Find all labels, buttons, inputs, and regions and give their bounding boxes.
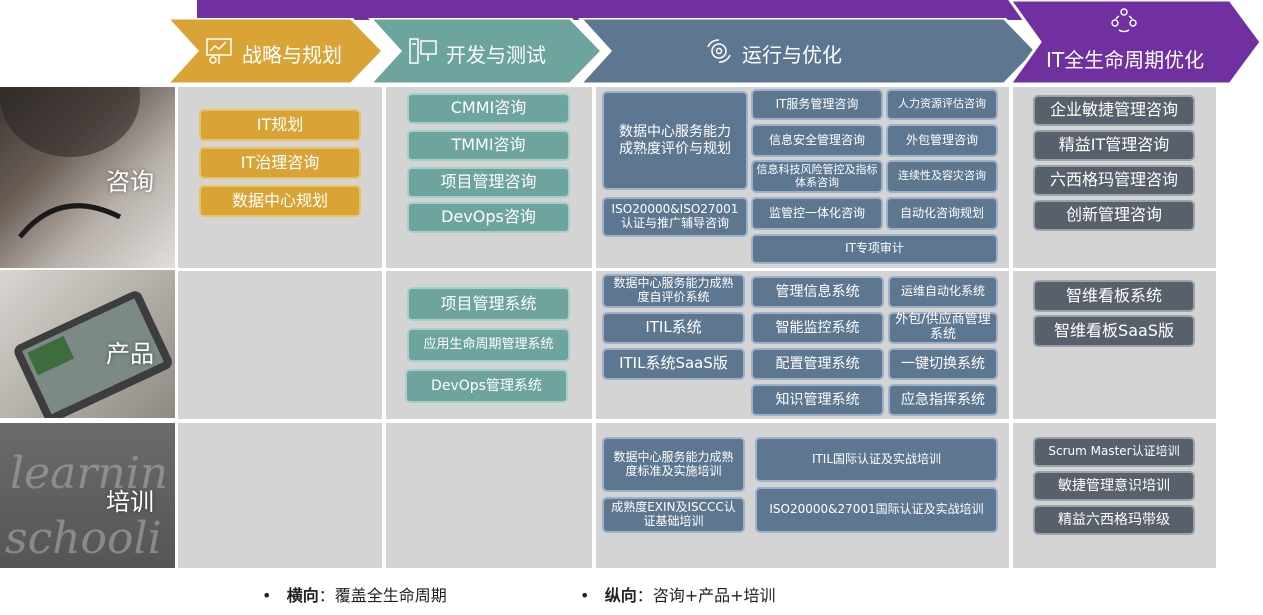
stage-label-ops: 运行与优化: [742, 43, 842, 67]
footer-horizontal-key: 横向: [286, 586, 319, 605]
row-title-product: 产品: [106, 340, 154, 368]
box-itil-system: ITIL系统: [602, 312, 745, 344]
box-pm-system: 项目管理系统: [407, 287, 570, 321]
row-title-consulting: 咨询: [106, 168, 154, 196]
stage-label-strategy: 战略与规划: [242, 43, 342, 67]
box-continuity-consulting: 连续性及容灾咨询: [886, 160, 998, 193]
box-itsm-consulting: IT服务管理咨询: [751, 89, 883, 120]
row-image-training: learnin schooli: [0, 423, 175, 568]
box-automation-consulting: 自动化咨询规划: [886, 197, 998, 230]
stage-label-dev: 开发与测试: [446, 43, 546, 67]
dev-monitor-icon: [408, 37, 438, 70]
row-image-consulting: [0, 87, 175, 268]
footer-vertical-key: 纵向: [604, 586, 637, 605]
cell-product-strategy: [178, 271, 382, 419]
box-tmmi: TMMI咨询: [407, 130, 570, 161]
row-title-training: 培训: [106, 488, 154, 516]
box-alm-system: 应用生命周期管理系统: [407, 328, 570, 362]
footer-vertical-text: ：咨询+产品+培训: [636, 586, 776, 605]
svg-text:schooli: schooli: [5, 513, 162, 564]
box-iso-consulting: ISO20000&ISO27001认证与推广辅导咨询: [602, 197, 748, 237]
box-devops-consulting: DevOps咨询: [407, 202, 570, 233]
cell-training-strategy: [178, 423, 382, 568]
footer-horizontal-text: ：覆盖全生命周期: [318, 586, 447, 605]
bullet-dot-icon: •: [262, 586, 287, 605]
box-kanban-system: 智维看板系统: [1033, 280, 1195, 312]
chevron-dev: [368, 18, 604, 84]
lifecycle-team-icon: [1110, 6, 1138, 38]
stage-label-lifecycle: IT全生命周期优化: [1046, 48, 1205, 72]
box-dc-maturity-eval: 数据中心服务能力成熟度评价与规划: [602, 91, 748, 190]
footer-vertical: • 纵向：咨询+产品+培训: [580, 582, 776, 606]
box-regulatory-consulting: 监管控一体化咨询: [751, 197, 883, 230]
box-knowledge-mgmt: 知识管理系统: [751, 384, 884, 416]
strategy-chart-icon: [204, 37, 234, 70]
box-dc-maturity-training: 数据中心服务能力成熟度标准及实施培训: [602, 437, 745, 492]
box-itil-training: ITIL国际认证及实战培训: [755, 437, 998, 482]
chevron-strategy: [165, 18, 385, 84]
box-dc-self-eval-system: 数据中心服务能力成熟度自评价系统: [602, 274, 745, 308]
top-purple-band: [197, 0, 1232, 20]
box-agile-awareness-training: 敏捷管理意识培训: [1033, 471, 1195, 501]
box-vendor-mgmt: 外包/供应商管理系统: [888, 312, 998, 344]
box-exin-isccc-training: 成熟度EXIN及ISCCC认证基础培训: [602, 497, 745, 533]
ops-gear-icon: [704, 37, 734, 70]
svg-text:learnin: learnin: [10, 448, 168, 499]
box-smart-monitoring: 智能监控系统: [751, 312, 884, 344]
cell-training-dev: [386, 423, 592, 568]
chevron-ops: [578, 18, 1038, 84]
box-it-governance: IT治理咨询: [199, 147, 361, 179]
box-emergency-command: 应急指挥系统: [888, 384, 998, 416]
box-agile-consulting: 企业敏捷管理咨询: [1033, 95, 1195, 126]
box-mis: 管理信息系统: [751, 276, 884, 308]
box-six-sigma-consulting: 六西格玛管理咨询: [1033, 165, 1195, 196]
box-pm-consulting: 项目管理咨询: [407, 167, 570, 198]
box-lean-it-consulting: 精益IT管理咨询: [1033, 130, 1195, 161]
box-dc-planning: 数据中心规划: [199, 185, 361, 217]
box-devops-system: DevOps管理系统: [405, 369, 568, 403]
bullet-dot-icon: •: [580, 586, 605, 605]
box-kanban-saas: 智维看板SaaS版: [1033, 315, 1195, 347]
row-image-product: [0, 270, 175, 418]
box-tech-risk-consulting: 信息科技风险管控及指标体系咨询: [751, 160, 883, 193]
box-iso-training: ISO20000&27001国际认证及实战培训: [755, 487, 998, 533]
box-hr-eval-consulting: 人力资源评估咨询: [886, 89, 998, 120]
box-infosec-consulting: 信息安全管理咨询: [751, 124, 883, 157]
box-ops-automation: 运维自动化系统: [888, 276, 998, 308]
box-itil-saas: ITIL系统SaaS版: [602, 348, 745, 380]
box-outsourcing-consulting: 外包管理咨询: [886, 124, 998, 157]
footer-horizontal: • 横向：覆盖全生命周期: [262, 582, 447, 606]
box-it-audit: IT专项审计: [751, 234, 998, 264]
box-it-planning: IT规划: [199, 109, 361, 141]
box-lean-six-sigma-belt: 精益六西格玛带级: [1033, 505, 1195, 535]
chevron-lifecycle: [1008, 0, 1263, 84]
box-one-click-switch: 一键切换系统: [888, 348, 998, 380]
box-innovation-consulting: 创新管理咨询: [1033, 200, 1195, 231]
box-scrum-training: Scrum Master认证培训: [1033, 437, 1195, 467]
box-cmdb: 配置管理系统: [751, 348, 884, 380]
box-cmmi: CMMI咨询: [407, 93, 570, 124]
